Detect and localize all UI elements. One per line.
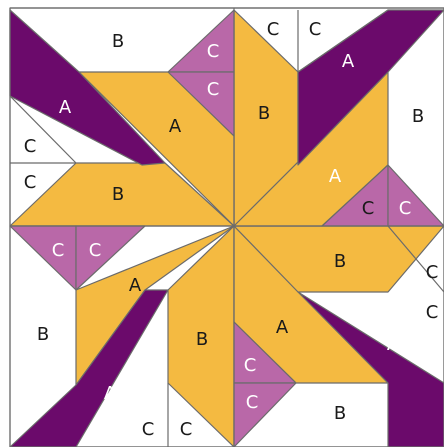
piece-label: B	[37, 324, 49, 345]
piece-label: C	[244, 355, 257, 376]
piece-label: B	[112, 184, 124, 205]
piece-label: A	[169, 116, 182, 137]
piece-label: C	[246, 392, 259, 413]
piece-label: C	[24, 136, 37, 157]
piece-label: B	[258, 103, 270, 124]
quilt-pieces	[10, 8, 444, 447]
piece-label: C	[207, 79, 220, 100]
piece-label: C	[267, 19, 280, 40]
piece-label: A	[104, 383, 117, 404]
piece-label: C	[52, 240, 65, 261]
piece-label: A	[129, 275, 142, 296]
piece-label: A	[342, 51, 355, 72]
piece-label: A	[329, 166, 342, 187]
piece-label: A	[276, 317, 289, 338]
piece-label: C	[309, 19, 322, 40]
piece-label: C	[180, 419, 193, 440]
piece-label: A	[387, 334, 400, 355]
piece-label: C	[399, 198, 412, 219]
piece-label: B	[196, 329, 208, 350]
piece-label: C	[426, 262, 439, 283]
piece-label: C	[426, 302, 439, 323]
piece-label: A	[59, 97, 72, 118]
piece-label: C	[24, 172, 37, 193]
piece-label: B	[334, 403, 346, 424]
piece-label: B	[412, 106, 424, 127]
piece-label: B	[112, 31, 124, 52]
piece-label: B	[334, 251, 346, 272]
piece-label: C	[207, 41, 220, 62]
piece-label: C	[362, 198, 375, 219]
piece-label: C	[89, 240, 102, 261]
piece-label: C	[142, 419, 155, 440]
